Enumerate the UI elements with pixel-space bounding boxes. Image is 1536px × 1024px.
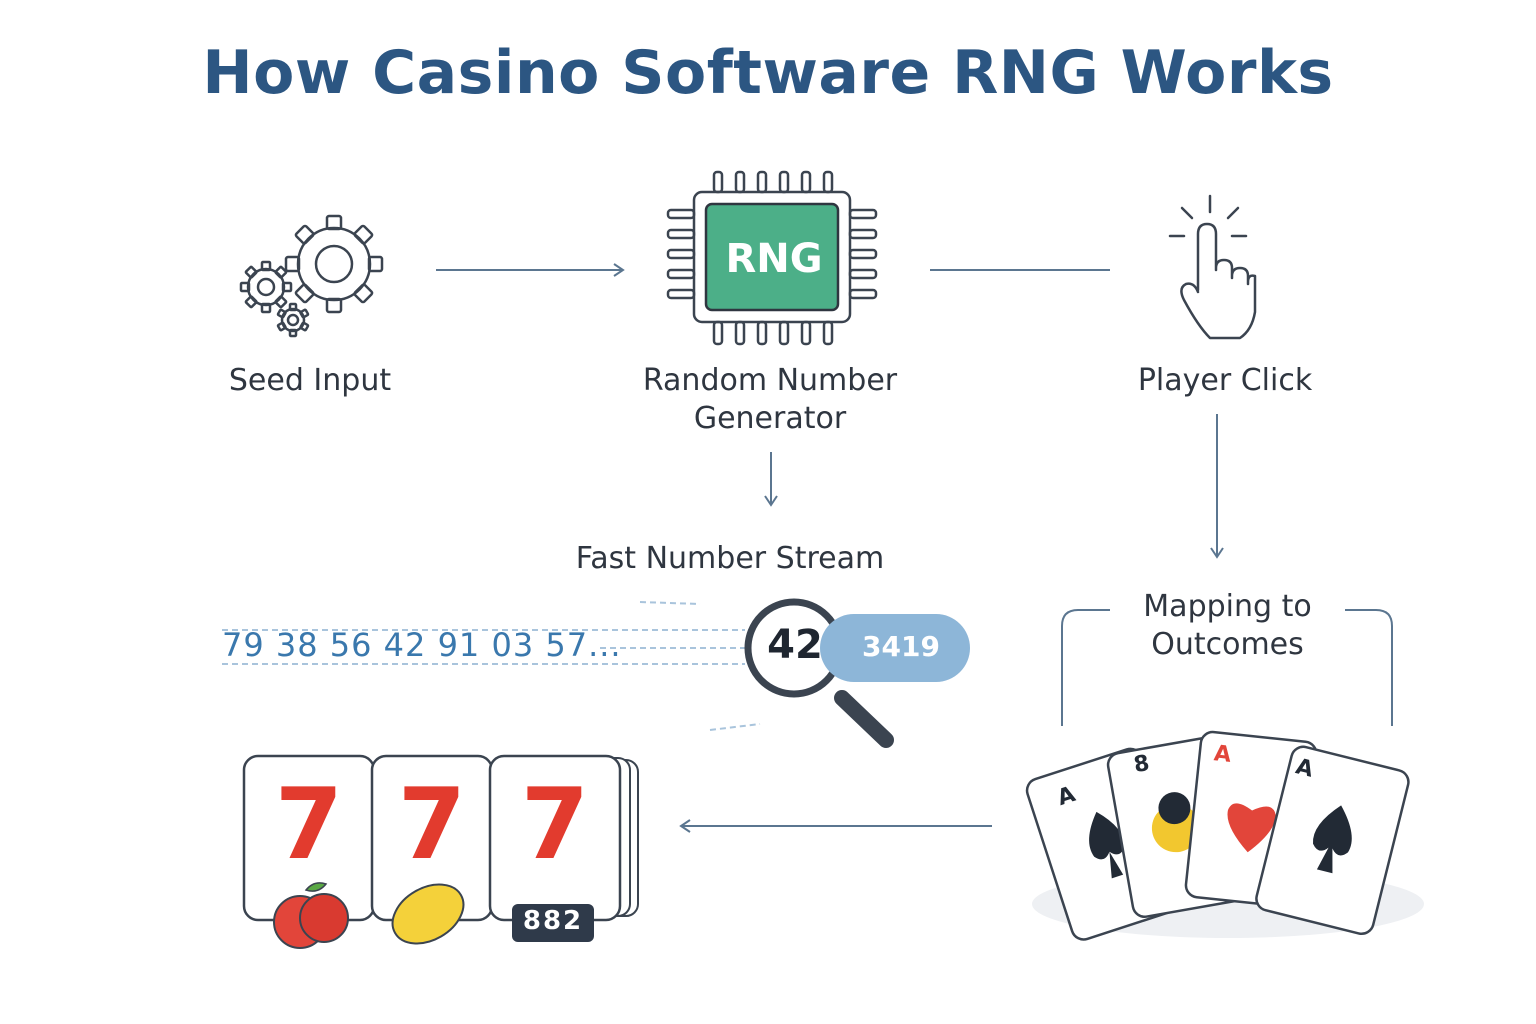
- stream-pill: [820, 614, 970, 682]
- lemon-icon: [391, 883, 465, 945]
- number-stream: 79 38 56 42 91 03 57...: [222, 626, 622, 664]
- slot-counter: 882: [522, 906, 584, 936]
- rng-label-line2: Generator: [693, 401, 847, 436]
- rng-label: Random Number Generator: [600, 362, 940, 438]
- highlighted-number: 42: [767, 622, 823, 668]
- slot-seven-1: 7: [274, 768, 344, 882]
- rng-label-line1: Random Number: [642, 363, 898, 398]
- mapping-label-line1: Mapping to: [1143, 589, 1312, 624]
- stream-speed-lines: [222, 601, 761, 731]
- tap-hand-icon: [1168, 194, 1257, 340]
- mapping-bracket: [1061, 609, 1393, 726]
- stream-label: Fast Number Stream: [575, 541, 885, 576]
- apple-icon: [273, 882, 349, 949]
- slot-machine-icon: [242, 754, 639, 949]
- mapping-label-line2: Outcomes: [1151, 627, 1304, 662]
- slot-seven-2: 7: [397, 768, 467, 882]
- mapping-label: Mapping to Outcomes: [1110, 588, 1345, 664]
- slot-counter-box: [512, 904, 594, 942]
- player-click-label: Player Click: [1137, 363, 1313, 398]
- chip-text: RNG: [725, 236, 823, 282]
- stream-tail-number: 3419: [862, 630, 940, 663]
- magnifier-icon: [744, 598, 894, 748]
- card-rank-3: A: [1212, 741, 1233, 768]
- slot-seven-3: 7: [520, 768, 590, 882]
- playing-cards-icon: [1025, 730, 1424, 941]
- page-title: How Casino Software RNG Works: [202, 38, 1334, 108]
- chip-icon: [666, 170, 878, 346]
- gears-icon: [239, 214, 384, 338]
- seed-input-label: Seed Input: [228, 363, 392, 398]
